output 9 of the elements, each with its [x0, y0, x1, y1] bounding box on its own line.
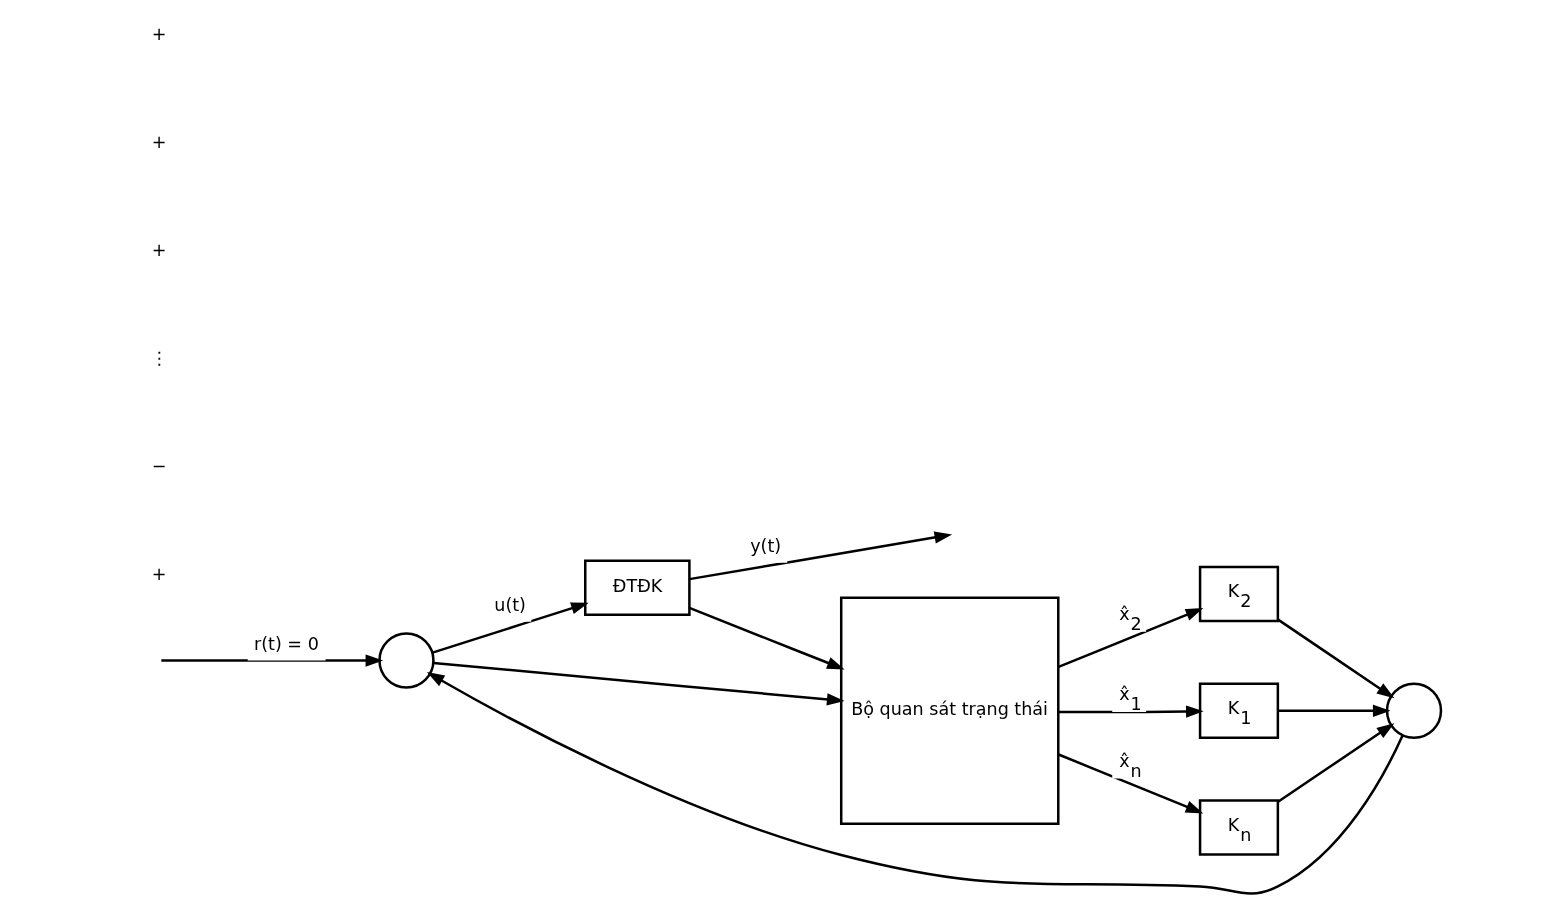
edge-label: y(t) [750, 536, 782, 557]
edge-label: u(t) [494, 595, 526, 616]
label: + [151, 563, 167, 584]
edge-label: r(t) = 0 [254, 634, 319, 655]
label: − [151, 455, 167, 476]
label: + [151, 24, 167, 45]
label: ⋮ [150, 348, 169, 369]
label: + [151, 132, 167, 153]
label: + [151, 240, 167, 261]
